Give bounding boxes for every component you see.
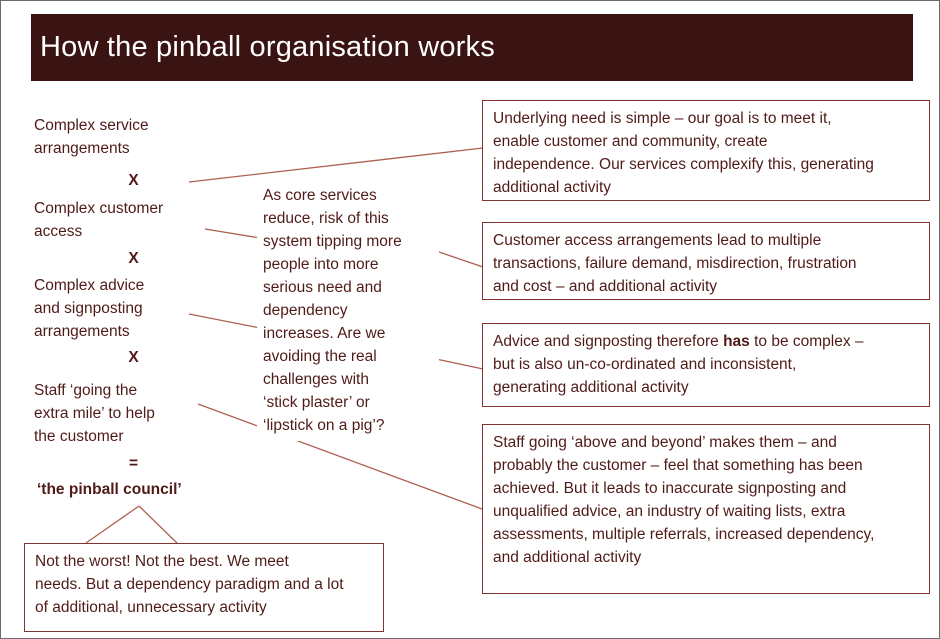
callout-customer-access: Customer access arrangements lead to mul… (482, 222, 930, 300)
left-item-complex-access: Complex customer access (34, 200, 164, 240)
callout-advice-signposting: Advice and signposting therefore has to … (482, 323, 930, 407)
pinball-council-label: ‘the pinball council’ (37, 481, 182, 498)
multiply-sign-3: X (128, 349, 139, 366)
page-title: How the pinball organisation works (40, 31, 495, 63)
connector-midnote-to-callout2 (438, 251, 484, 268)
left-item-complex-service: Complex service arrangements (34, 117, 149, 157)
footer-note-box: Not the worst! Not the best. We meet nee… (24, 543, 384, 632)
left-item-complex-advice: Complex advice and signposting arrangeme… (34, 277, 145, 340)
title-bar: How the pinball organisation works (31, 14, 913, 81)
callout-advice-text-pre: Advice and signposting therefore (493, 333, 724, 350)
callout-advice-text-bold: has (723, 333, 750, 350)
connector-council-to-footer-left (85, 505, 140, 544)
equals-sign: = (128, 455, 139, 472)
middle-note: As core services reduce, risk of this sy… (257, 182, 439, 441)
connector-council-to-footer-right (138, 505, 179, 545)
callout-advice-text-post: to be complex – but is also un-co-ordina… (493, 333, 864, 396)
left-item-staff-extra-mile: Staff ‘going the extra mile’ to help the… (34, 382, 155, 445)
multiply-sign-1: X (128, 172, 139, 189)
multiply-sign-2: X (128, 250, 139, 267)
connector-midnote-to-callout3 (435, 358, 484, 370)
callout-staff-above-beyond: Staff going ‘above and beyond’ makes the… (482, 424, 930, 594)
callout-underlying-need: Underlying need is simple – our goal is … (482, 100, 930, 201)
